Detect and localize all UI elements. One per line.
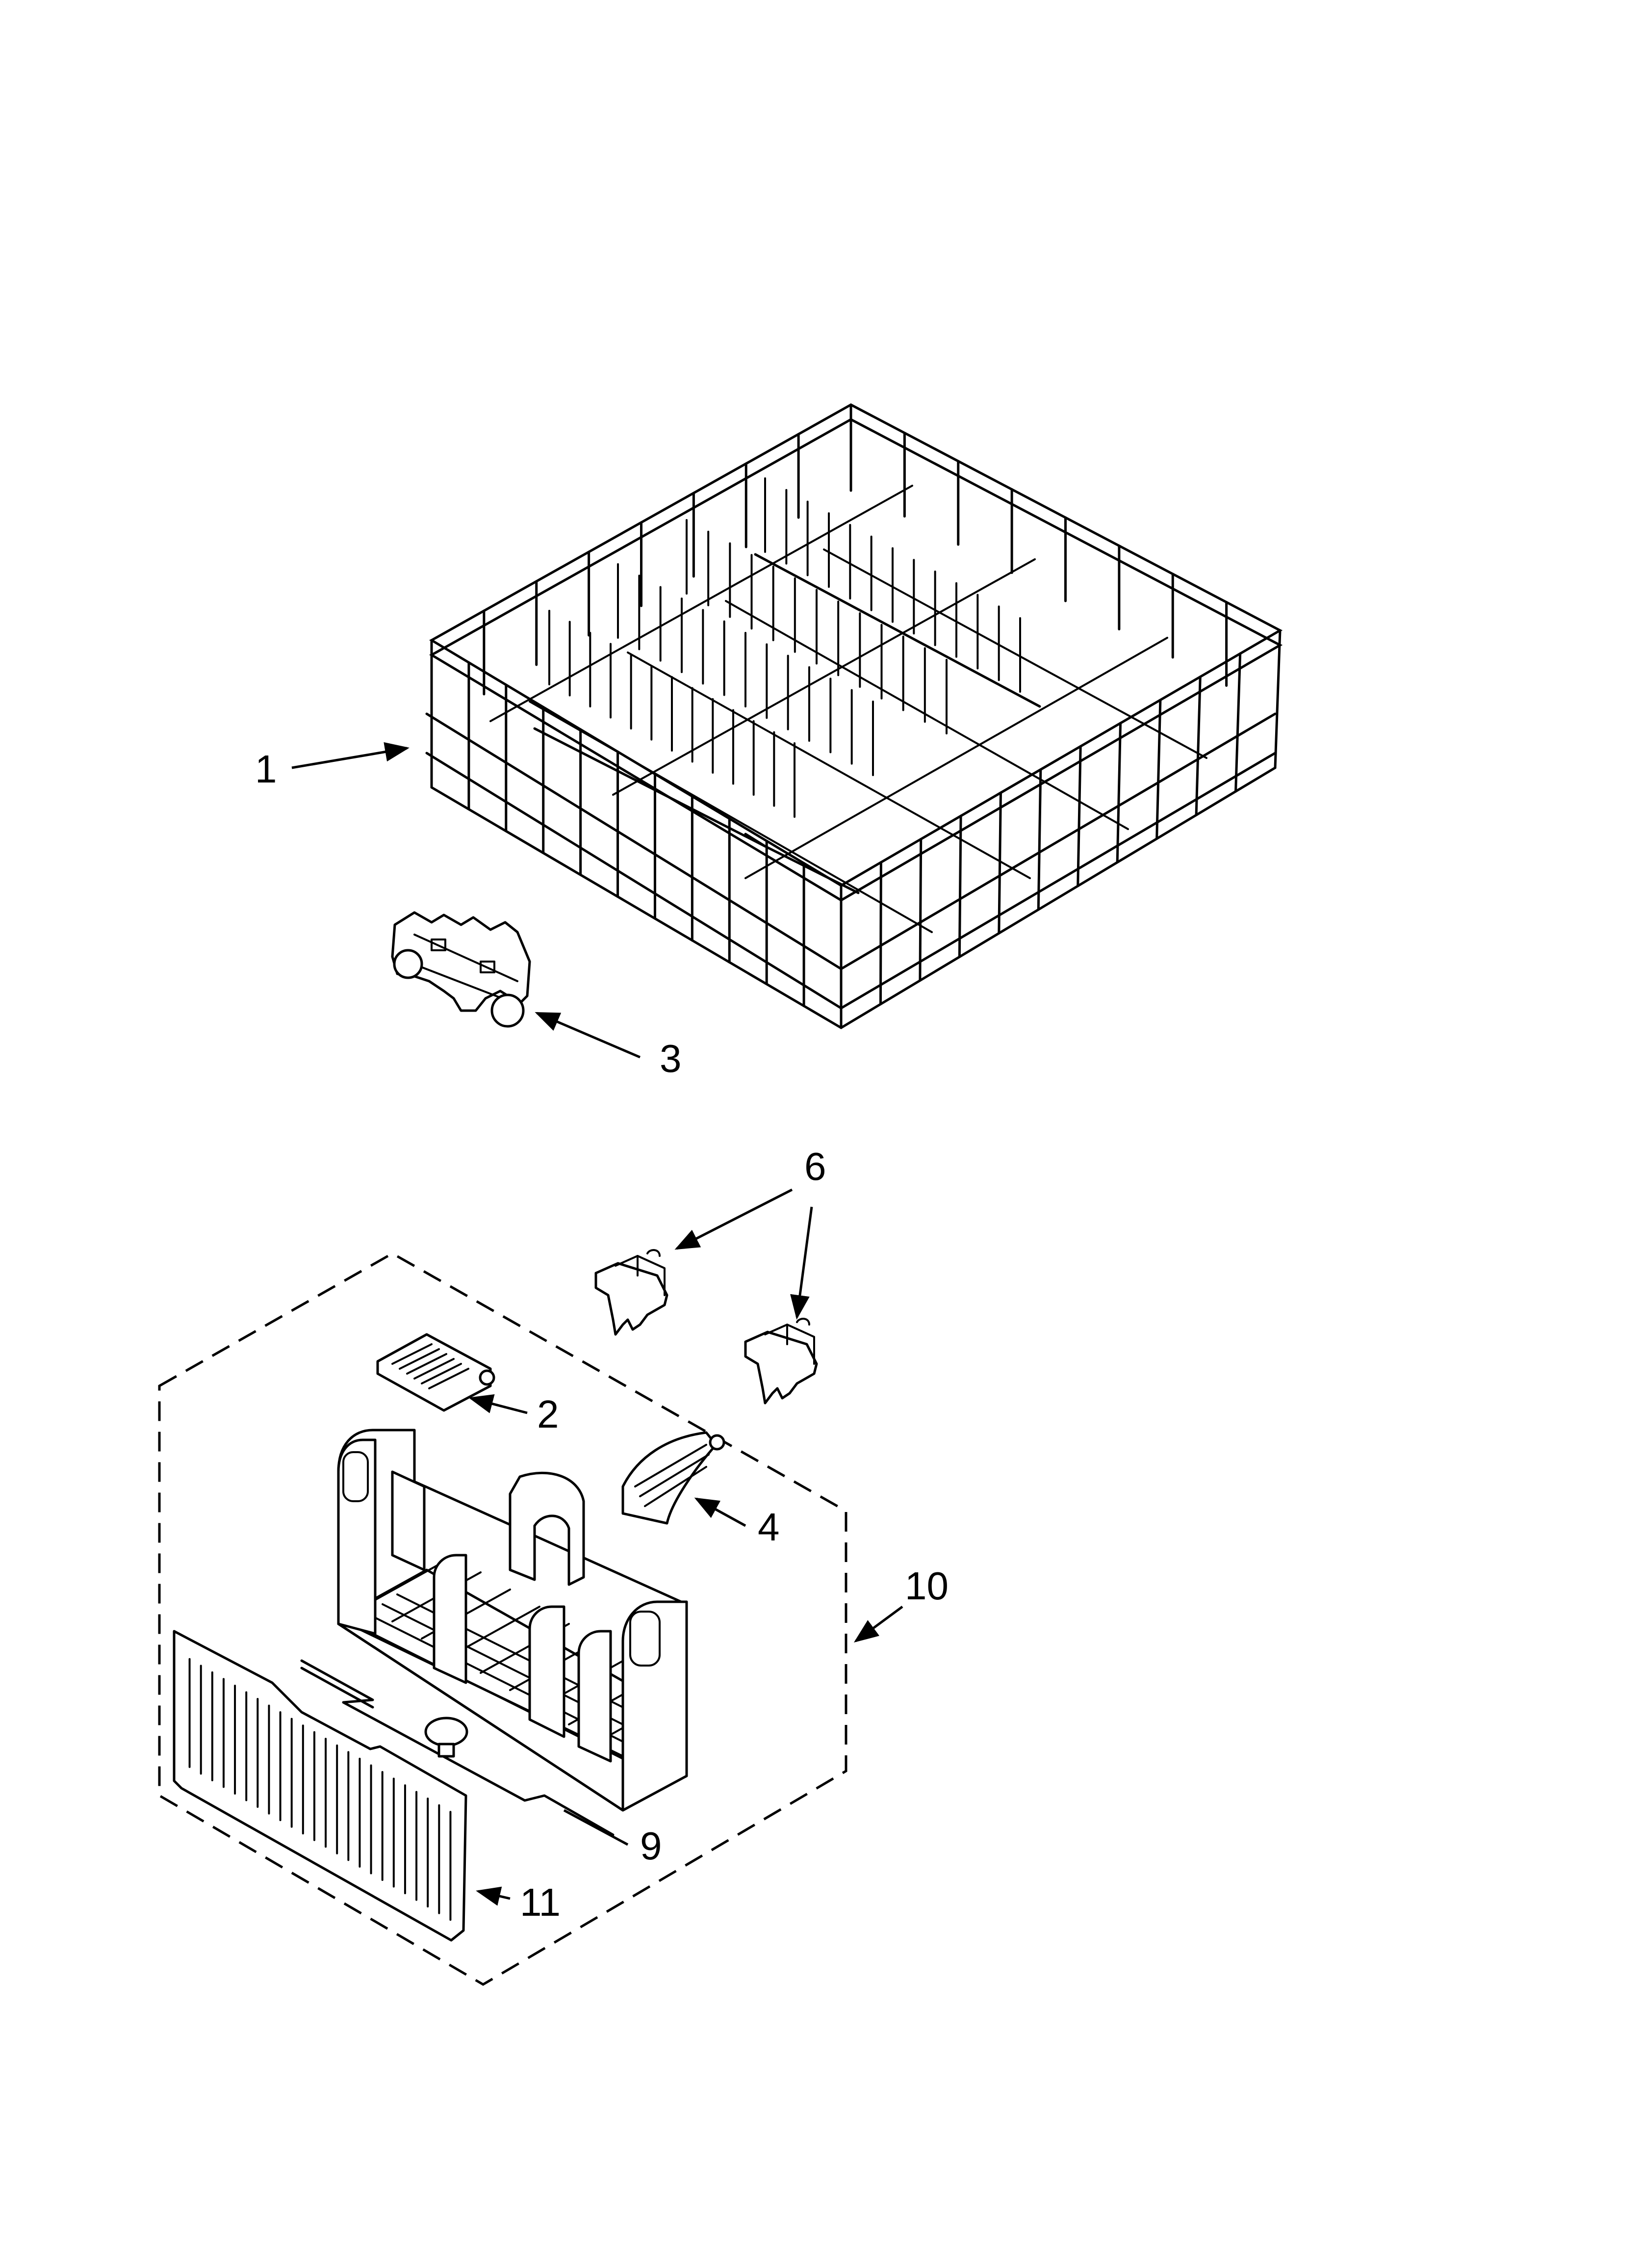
callout-leaders <box>291 742 903 1906</box>
rack-right-wires <box>879 652 1242 1006</box>
callout-6: 6 <box>804 1145 826 1188</box>
callout-10: 10 <box>905 1564 949 1608</box>
callout-1: 1 <box>255 747 277 791</box>
basket-assembly-outline <box>158 1252 847 1986</box>
callout-3: 3 <box>660 1037 682 1080</box>
lower-dishrack <box>425 403 1283 1029</box>
basket-cover-bar <box>300 1659 615 1836</box>
callout-11: 11 <box>520 1880 561 1924</box>
basket-lid-curved <box>621 1431 725 1525</box>
rack-rail-bracket <box>594 1249 668 1336</box>
callout-9: 9 <box>640 1824 662 1868</box>
callout-2: 2 <box>537 1392 559 1436</box>
basket-cover-grille <box>173 1630 467 1942</box>
silverware-basket <box>337 1429 688 1812</box>
basket-lid-small <box>376 1333 495 1412</box>
rack-back-wires <box>483 432 1228 696</box>
callout-4: 4 <box>758 1505 780 1549</box>
rack-left-wires <box>467 661 805 1007</box>
rack-tines <box>548 477 1021 818</box>
grille-slots <box>188 1658 452 1921</box>
rack-roller-clip <box>391 911 531 1028</box>
rack-rail-bracket-2 <box>744 1318 818 1405</box>
